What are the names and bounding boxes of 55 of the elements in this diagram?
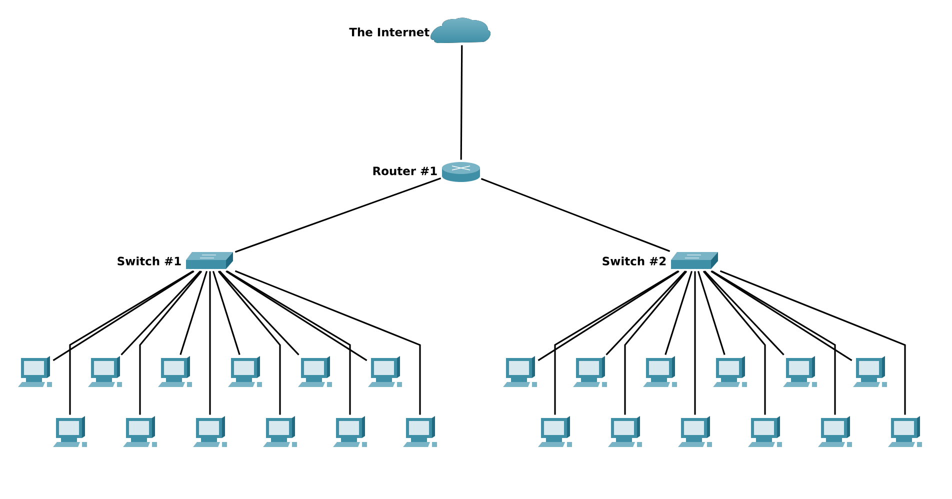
cable-line — [554, 270, 678, 415]
cable-line — [139, 270, 202, 415]
computer-icon — [888, 416, 922, 447]
cable-line — [120, 270, 201, 356]
computer-icon — [193, 416, 227, 447]
computer-icon — [403, 416, 437, 447]
computer-icon — [228, 356, 262, 387]
computer-icon — [88, 356, 122, 387]
cable-line — [234, 270, 421, 415]
computer-icon — [368, 356, 402, 387]
device-label: Switch #2 — [602, 256, 666, 266]
computer-icon — [503, 356, 537, 387]
cable-line — [226, 270, 351, 415]
cable-line — [209, 271, 211, 415]
computer-icon — [18, 356, 52, 387]
cable-line — [69, 270, 194, 415]
computer-icon — [643, 356, 677, 387]
cable-line — [226, 270, 368, 362]
cable-line — [712, 270, 836, 415]
computer-icon — [538, 416, 572, 447]
cable-line — [219, 270, 300, 356]
device-label: Switch #1 — [118, 256, 181, 266]
computer-icon — [53, 416, 87, 447]
cable-line — [704, 270, 784, 356]
cable-line — [538, 270, 680, 362]
cable-line — [460, 45, 463, 160]
computer-icon — [748, 416, 782, 447]
computer-icon — [678, 416, 712, 447]
cable-line — [234, 177, 442, 253]
computer-icon — [298, 356, 332, 387]
computer-icon — [853, 356, 887, 387]
cable-line — [52, 270, 194, 362]
computer-icon — [263, 416, 297, 447]
cable-line — [720, 270, 906, 415]
computer-icon — [783, 356, 817, 387]
cable-line — [710, 270, 852, 362]
computer-icon — [608, 416, 642, 447]
cable-line — [212, 270, 240, 356]
cable-line — [606, 270, 686, 356]
computer-icon — [123, 416, 157, 447]
computer-icon — [158, 356, 192, 387]
computer-icon — [818, 416, 852, 447]
cable-line — [624, 270, 688, 415]
computer-icon — [713, 356, 747, 387]
cable-line — [702, 270, 766, 415]
computer-icon — [573, 356, 607, 387]
computer-icon — [333, 416, 367, 447]
cable-line — [664, 270, 693, 356]
device-label: Router #1 — [373, 166, 437, 176]
cable-line — [180, 270, 208, 356]
cable-line — [694, 271, 696, 415]
device-label: The Internet — [349, 28, 430, 36]
cable-line — [218, 270, 281, 415]
cable-line — [697, 270, 726, 356]
cable-line — [480, 178, 670, 252]
